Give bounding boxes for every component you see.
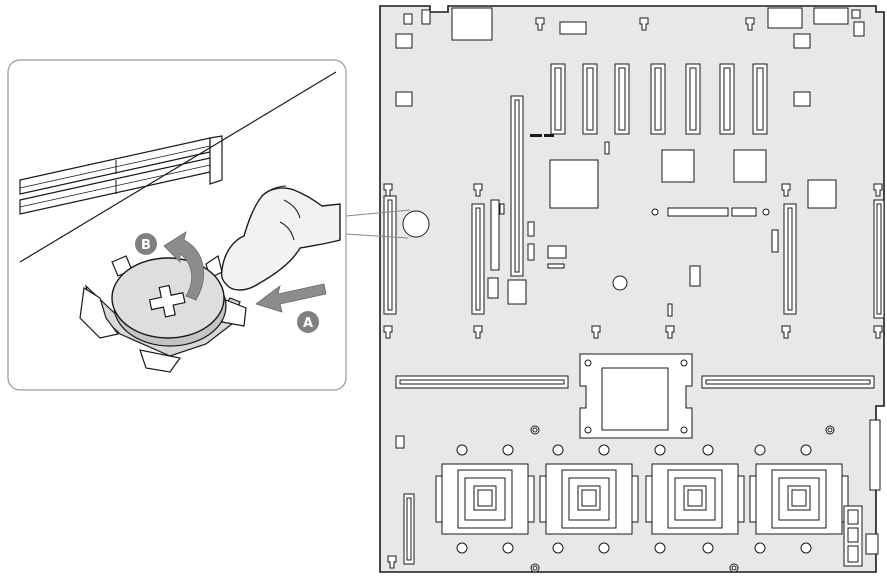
mounting-holes [456,425,835,573]
standoff-mounts [383,17,883,569]
callout-pci-slot [19,71,337,263]
small-chip [395,33,413,49]
top-jumper [851,9,861,19]
cpu-socket-2 [539,463,639,535]
small-chip [793,33,811,49]
step-a-badge: A [297,311,319,333]
pointing-finger-icon [220,185,341,291]
chip [733,149,767,183]
chip [807,179,837,209]
top-jumper [421,9,431,25]
server-board [379,5,885,573]
chip [661,149,695,183]
lift-arrow-icon [163,231,204,301]
cpu-socket-1 [435,463,535,535]
heatsink-bracket [579,353,693,439]
small-chip [793,91,811,107]
top-jumper [403,13,413,25]
push-arrow-icon [255,283,327,313]
board-battery [402,210,430,238]
top-connector [813,7,849,25]
top-jumper [853,21,865,37]
top-header [559,21,587,35]
step-a-label: A [303,316,313,331]
callout-leader-lines [345,209,411,239]
pci-slots [550,63,768,135]
cpu-socket-3 [645,463,745,535]
cpu-socket-4 [749,463,849,535]
step-b-label: B [141,238,151,253]
small-chip [395,91,413,107]
battery-removal-callout: A B [7,59,347,391]
chipset [549,159,599,209]
top-connector [451,7,493,41]
step-b-badge: B [135,233,157,255]
top-connector [767,7,803,29]
